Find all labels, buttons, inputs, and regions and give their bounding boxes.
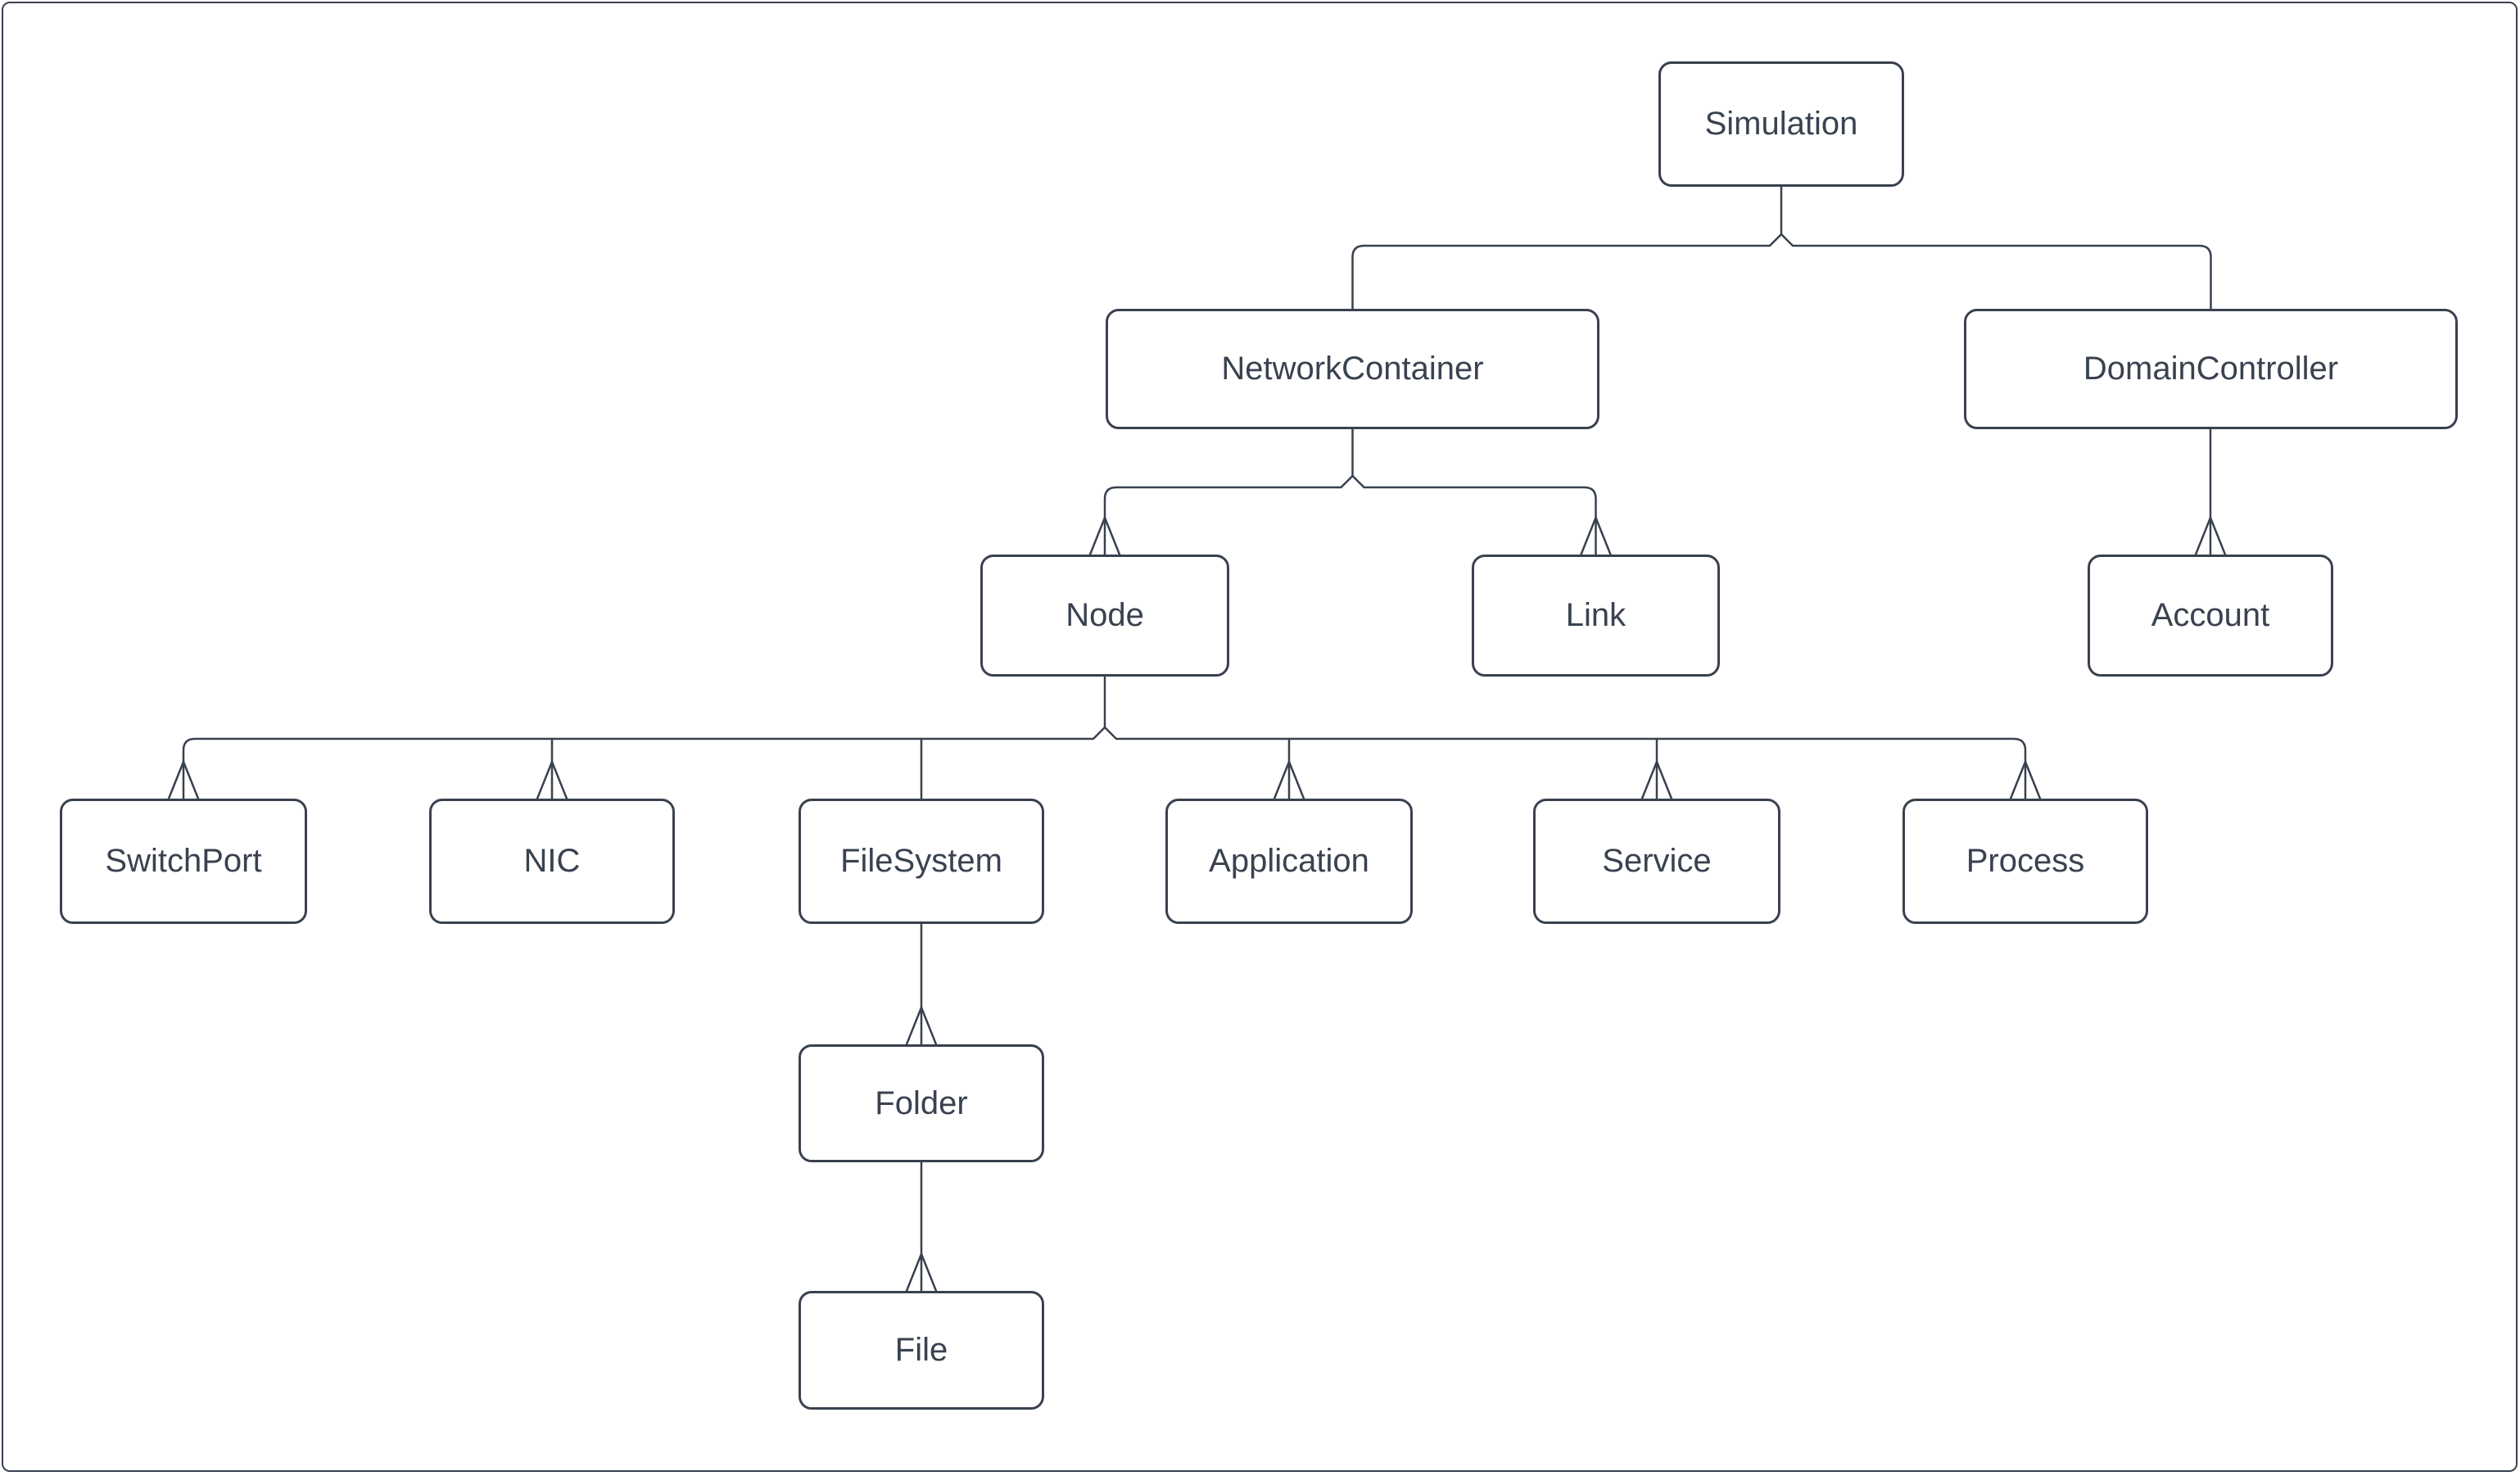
node-label: Simulation: [1704, 106, 1858, 142]
node-folder[interactable]: Folder: [799, 1044, 1044, 1162]
node-label: DomainController: [2083, 351, 2339, 387]
node-domain-controller[interactable]: DomainController: [1964, 309, 2458, 429]
node-label: FileSystem: [840, 843, 1002, 879]
node-label: SwitchPort: [105, 843, 262, 879]
node-label: File: [894, 1332, 948, 1368]
node-label: Service: [1602, 843, 1712, 879]
node-simulation[interactable]: Simulation: [1658, 61, 1904, 187]
node-node[interactable]: Node: [980, 555, 1229, 677]
node-label: Application: [1209, 843, 1369, 879]
node-nic[interactable]: NIC: [429, 799, 675, 924]
node-process[interactable]: Process: [1902, 799, 2148, 924]
node-network-container[interactable]: NetworkContainer: [1106, 309, 1599, 429]
node-label: Node: [1065, 597, 1144, 633]
node-switch-port[interactable]: SwitchPort: [60, 799, 307, 924]
node-label: NetworkContainer: [1221, 351, 1484, 387]
node-label: Link: [1565, 597, 1626, 633]
node-file-system[interactable]: FileSystem: [799, 799, 1044, 924]
node-link[interactable]: Link: [1472, 555, 1720, 677]
node-label: Process: [1966, 843, 2085, 879]
node-label: Folder: [875, 1084, 968, 1121]
node-application[interactable]: Application: [1165, 799, 1413, 924]
node-label: Account: [2151, 597, 2270, 633]
node-account[interactable]: Account: [2088, 555, 2333, 677]
node-file[interactable]: File: [799, 1291, 1044, 1410]
node-service[interactable]: Service: [1533, 799, 1780, 924]
node-label: NIC: [523, 843, 581, 879]
